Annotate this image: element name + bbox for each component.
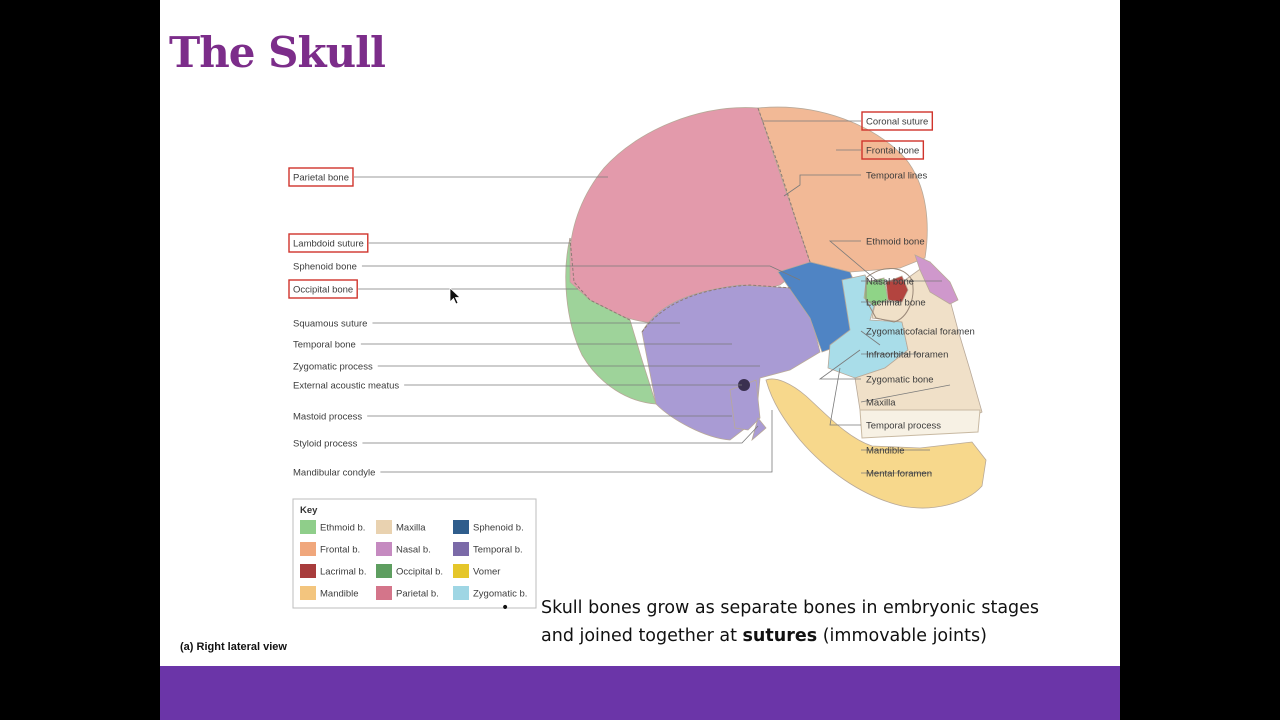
label-right: Mental foramen: [866, 469, 932, 480]
label-left: Mandibular condyle: [293, 468, 375, 479]
key-swatch: [300, 542, 316, 556]
frontal-bone-region: [757, 106, 928, 273]
key-label: Maxilla: [396, 523, 426, 534]
key-label: Lacrimal b.: [320, 567, 366, 578]
key-swatch: [376, 520, 392, 534]
bullet-line-1: Skull bones grow as separate bones in em…: [541, 598, 1040, 618]
leader-line: [829, 367, 861, 426]
mandible-region: [765, 378, 987, 509]
footer-bar: [160, 666, 1120, 720]
key-swatch: [453, 520, 469, 534]
key-label: Parietal b.: [396, 589, 439, 600]
bullet-line-2-pre: and joined together at: [541, 626, 743, 646]
label-right: Nasal bone: [866, 277, 914, 288]
lambdoid-suture-line: [569, 237, 631, 321]
external-acoustic-meatus-hole: [738, 379, 750, 391]
label-left: Squamous suture: [293, 319, 367, 330]
coronal-suture-line: [757, 107, 811, 263]
key-swatch: [300, 520, 316, 534]
key-label: Zygomatic b.: [473, 589, 527, 600]
bullet-dot: •: [501, 600, 510, 616]
leader-line: [860, 384, 951, 403]
label-right: Lacrimal bone: [866, 298, 926, 309]
nasal-bone-region: [914, 254, 959, 305]
highlight-box: [861, 111, 934, 131]
slide-title: The Skull: [169, 28, 386, 77]
key-items: Ethmoid b. Maxilla Sphenoid b. Frontal b. Na…: [300, 520, 527, 600]
key-frame: [292, 498, 537, 609]
bullet-line-2-post: (immovable joints): [817, 626, 987, 646]
key-label: Ethmoid b.: [320, 523, 365, 534]
key-label: Frontal b.: [320, 545, 360, 556]
teeth-row: [859, 409, 981, 439]
key-swatch: [453, 564, 469, 578]
key-label: Sphenoid b.: [473, 523, 524, 534]
key-swatch: [376, 542, 392, 556]
key-label: Vomer: [473, 567, 500, 578]
label-left: External acoustic meatus: [293, 381, 399, 392]
key-label: Occipital b.: [396, 567, 443, 578]
label-right: Frontal bone: [866, 146, 919, 157]
label-right: Temporal lines: [866, 171, 927, 182]
key-swatch: [376, 564, 392, 578]
key-title: Key: [300, 505, 318, 516]
bullet-line-2: and joined together at sutures (immovabl…: [541, 622, 1120, 650]
label-right: Zygomaticofacial foramen: [866, 327, 975, 338]
key-swatch: [453, 586, 469, 600]
squamous-suture-line: [641, 284, 793, 333]
label-left: Occipital bone: [293, 285, 353, 296]
leader-line: [361, 265, 801, 281]
view-caption: (a) Right lateral view: [180, 641, 287, 653]
label-left: Temporal bone: [293, 340, 356, 351]
label-left: Parietal bone: [293, 173, 349, 184]
key-swatch: [376, 586, 392, 600]
key-label: Nasal b.: [396, 545, 431, 556]
highlight-box: [288, 279, 358, 299]
key-swatch: [453, 542, 469, 556]
bullet-point: • Skull bones grow as separate bones in …: [501, 594, 1120, 650]
label-right: Ethmoid bone: [866, 237, 925, 248]
key-swatch: [300, 586, 316, 600]
highlight-box: [288, 167, 354, 187]
temporal-bone-region: [641, 284, 821, 441]
parietal-bone-region: [568, 107, 811, 325]
label-right: Mandible: [866, 446, 905, 457]
label-right: Infraorbital foramen: [866, 350, 948, 361]
leader-line: [783, 174, 861, 197]
color-key: Key Ethmoid b. Maxilla Sphenoid b. Frontal …: [292, 498, 537, 609]
leader-line: [860, 330, 881, 346]
label-right: Zygomatic bone: [866, 375, 934, 386]
leader-line: [380, 410, 773, 473]
sutures-keyword: sutures: [742, 626, 818, 646]
leader-line: [362, 425, 759, 444]
key-swatch: [300, 564, 316, 578]
label-right: Maxilla: [866, 398, 896, 409]
label-right: Coronal suture: [866, 117, 928, 128]
slide: The Skull: [160, 0, 1120, 720]
key-label: Temporal b.: [473, 545, 523, 556]
mouse-cursor-icon: [449, 287, 462, 305]
highlight-box: [288, 233, 369, 253]
orbit-opening: [865, 268, 914, 323]
bullet-text: Skull bones grow as separate bones in em…: [541, 594, 1120, 650]
label-left: Lambdoid suture: [293, 239, 364, 250]
key-label: Mandible: [320, 589, 359, 600]
leader-lines: [353, 120, 951, 474]
leader-line: [828, 240, 883, 286]
label-left: Sphenoid bone: [293, 262, 357, 273]
label-left: Zygomatic process: [293, 362, 373, 373]
label-left: Styloid process: [293, 439, 358, 450]
skull-illustration: [565, 106, 987, 509]
highlight-box: [861, 140, 925, 160]
label-left: Mastoid process: [293, 412, 362, 423]
leader-line: [818, 349, 861, 380]
mastoid-process-region: [729, 379, 761, 431]
label-right: Temporal process: [866, 421, 941, 432]
